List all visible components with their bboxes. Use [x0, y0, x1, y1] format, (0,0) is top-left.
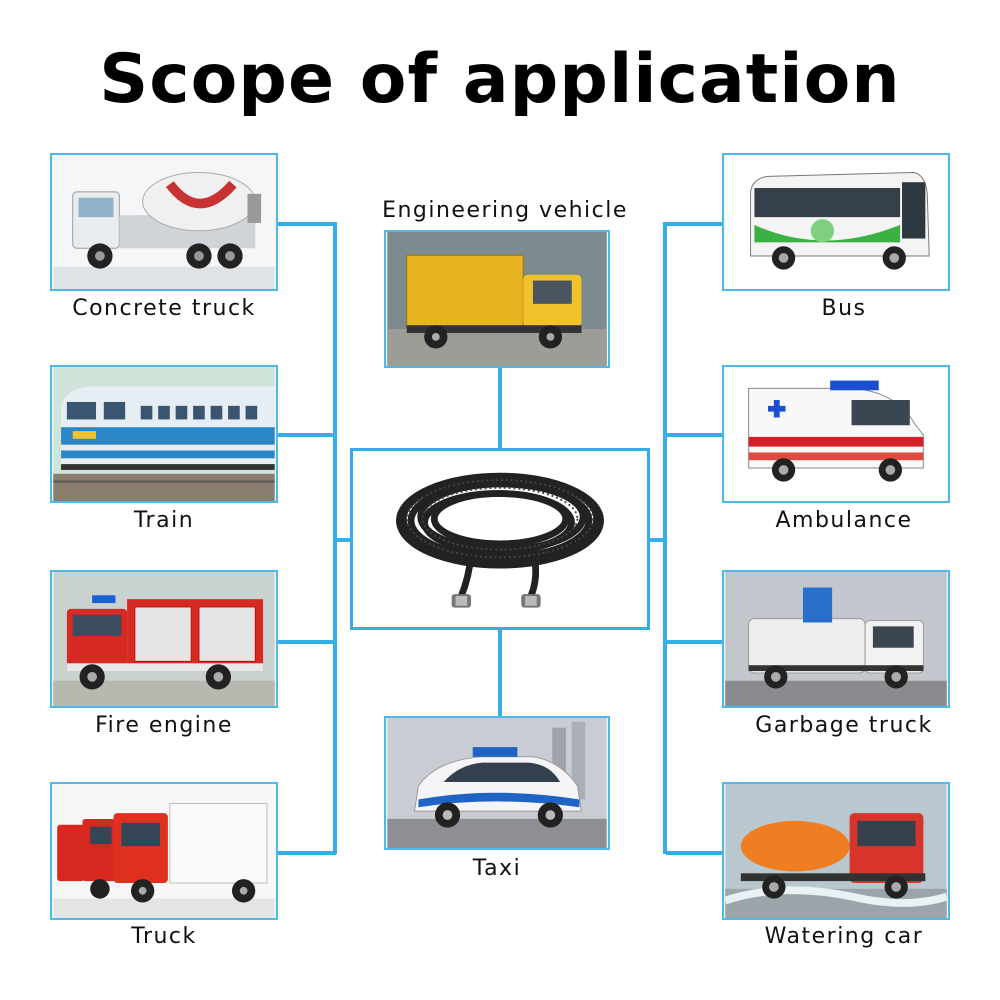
train-icon — [53, 367, 275, 501]
panel-concrete-truck — [50, 153, 278, 291]
center-product-box — [350, 448, 650, 630]
taxi-icon — [387, 718, 607, 848]
panel-fire-engine — [50, 570, 278, 708]
concrete-truck-icon — [53, 155, 275, 289]
panel-bus — [722, 153, 950, 291]
label-ambulance: Ambulance — [775, 508, 913, 533]
label-engineering-vehicle: Engineering vehicle — [382, 198, 628, 223]
garbage-truck-icon — [725, 572, 947, 706]
panel-garbage-truck — [722, 570, 950, 708]
truck-icon — [53, 784, 275, 918]
label-bus: Bus — [821, 296, 867, 321]
panel-train — [50, 365, 278, 503]
panel-ambulance — [722, 365, 950, 503]
label-train: Train — [133, 508, 195, 533]
panel-taxi — [384, 716, 610, 850]
label-garbage-truck: Garbage truck — [755, 713, 933, 738]
label-taxi: Taxi — [472, 856, 522, 881]
ambulance-icon — [725, 367, 947, 501]
watering-car-icon — [724, 784, 948, 918]
fire-engine-icon — [53, 572, 275, 706]
panel-truck — [50, 782, 278, 920]
panel-watering-car — [722, 782, 950, 920]
cable-icon — [396, 472, 604, 608]
label-concrete-truck: Concrete truck — [72, 296, 256, 321]
panel-engineering-vehicle — [384, 230, 610, 368]
label-watering-car: Watering car — [764, 924, 924, 949]
label-fire-engine: Fire engine — [95, 713, 233, 738]
page-title: Scope of application — [99, 40, 901, 119]
bus-icon — [725, 155, 947, 289]
engineering-vehicle-icon — [387, 232, 607, 366]
label-truck: Truck — [131, 924, 197, 949]
